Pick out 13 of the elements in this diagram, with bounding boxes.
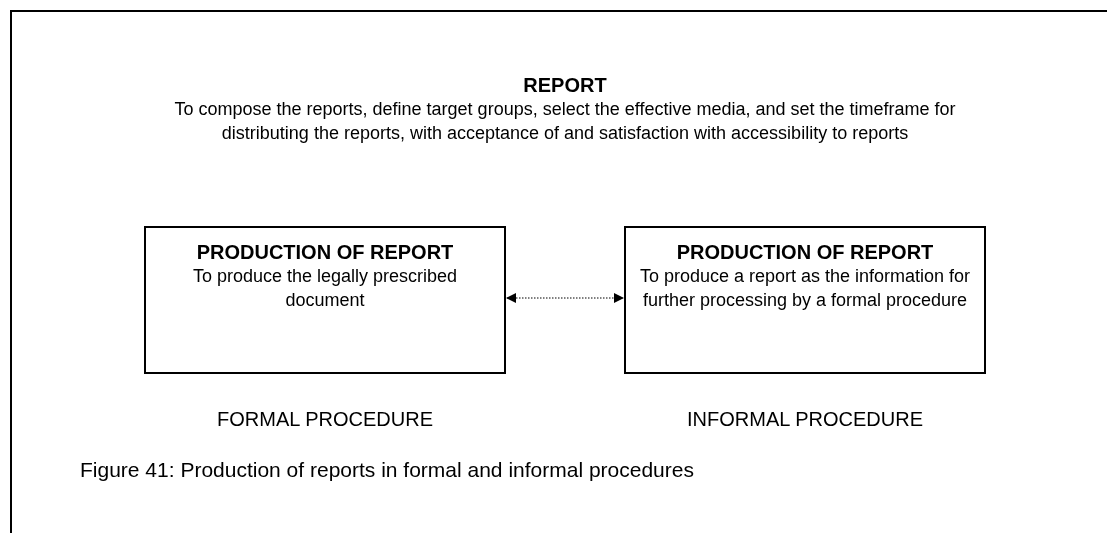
box-description: To produce a report as the information for further processing by a formal procedure	[639, 266, 971, 310]
process-box	[144, 226, 506, 374]
procedure-label: FORMAL PROCEDURE	[217, 408, 433, 430]
box-description: To produce the legally prescribed document	[192, 266, 458, 310]
figure-caption: Figure 41: Production of reports in formal and informal procedures	[80, 458, 694, 481]
frame-border	[10, 10, 1107, 533]
box-heading: PRODUCTION OF REPORT	[196, 241, 454, 263]
section-heading: REPORT	[523, 74, 607, 96]
procedure-label: INFORMAL PROCEDURE	[687, 408, 923, 430]
double-arrow	[506, 293, 624, 303]
box-heading: PRODUCTION OF REPORT	[676, 241, 934, 263]
section-description: To compose the reports, define target groups, select the effective media, and set the timeframe for distributing the reports, with acceptance of and satisfaction with accessibility to reports	[174, 99, 956, 143]
process-box	[624, 226, 986, 374]
